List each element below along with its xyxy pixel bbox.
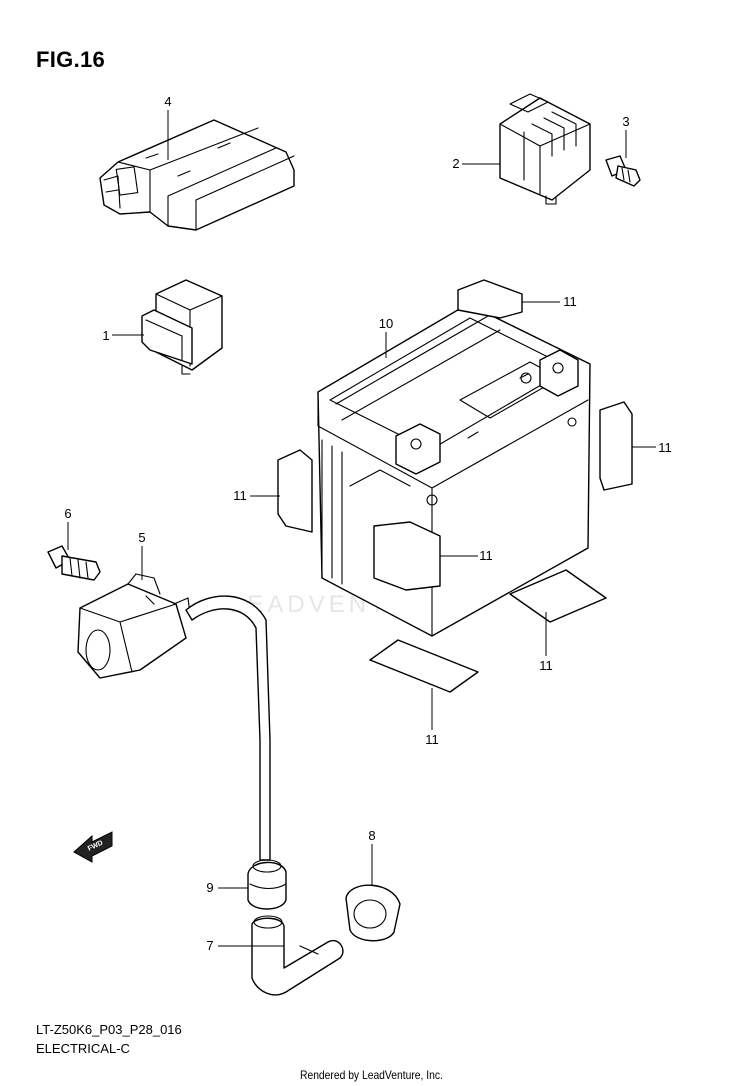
section-name: ELECTRICAL-C	[36, 1041, 130, 1056]
callout-11-front: 11	[479, 548, 493, 563]
leader-lines	[67, 110, 656, 947]
callout-3: 3	[622, 114, 629, 129]
callout-9: 9	[206, 880, 213, 895]
callout-11-right: 11	[658, 440, 672, 455]
model-code: LT-Z50K6_P03_P28_016	[36, 1022, 182, 1037]
callout-2: 2	[452, 156, 459, 171]
callout-10: 10	[379, 316, 393, 331]
part-grommet	[247, 859, 287, 910]
callout-11-bottom-right: 11	[539, 658, 553, 673]
callout-11-bottom-left: 11	[425, 732, 439, 747]
callout-8: 8	[368, 828, 375, 843]
callout-5: 5	[138, 530, 145, 545]
callout-1: 1	[102, 328, 109, 343]
callout-6: 6	[64, 506, 71, 521]
part-bolt-large	[47, 545, 101, 581]
part-pad-right	[599, 401, 633, 491]
fwd-arrow-icon: FWD	[73, 831, 113, 863]
part-ignition-coil	[77, 573, 271, 861]
part-pad-bottom-right	[509, 569, 607, 623]
part-relay	[141, 279, 223, 375]
callout-4: 4	[164, 94, 171, 109]
figure-title: FIG.16	[36, 47, 106, 72]
part-pad-left	[277, 449, 313, 533]
callouts: 4 2 3 1 10 11 11 11 11 11 11 6 5 9 7 8	[64, 94, 671, 953]
render-credit: Rendered by LeadVenture, Inc.	[300, 1068, 443, 1082]
part-cap	[345, 884, 401, 942]
part-pad-front	[373, 521, 441, 591]
callout-11-top: 11	[563, 294, 577, 309]
part-bolt-small	[605, 155, 641, 187]
callout-11-left: 11	[233, 488, 247, 503]
part-connector	[99, 119, 295, 231]
part-regulator	[499, 93, 591, 205]
part-pad-bottom-left	[369, 639, 479, 693]
callout-7: 7	[206, 938, 213, 953]
part-pad-top	[457, 279, 523, 319]
part-plug-cap	[251, 915, 344, 996]
